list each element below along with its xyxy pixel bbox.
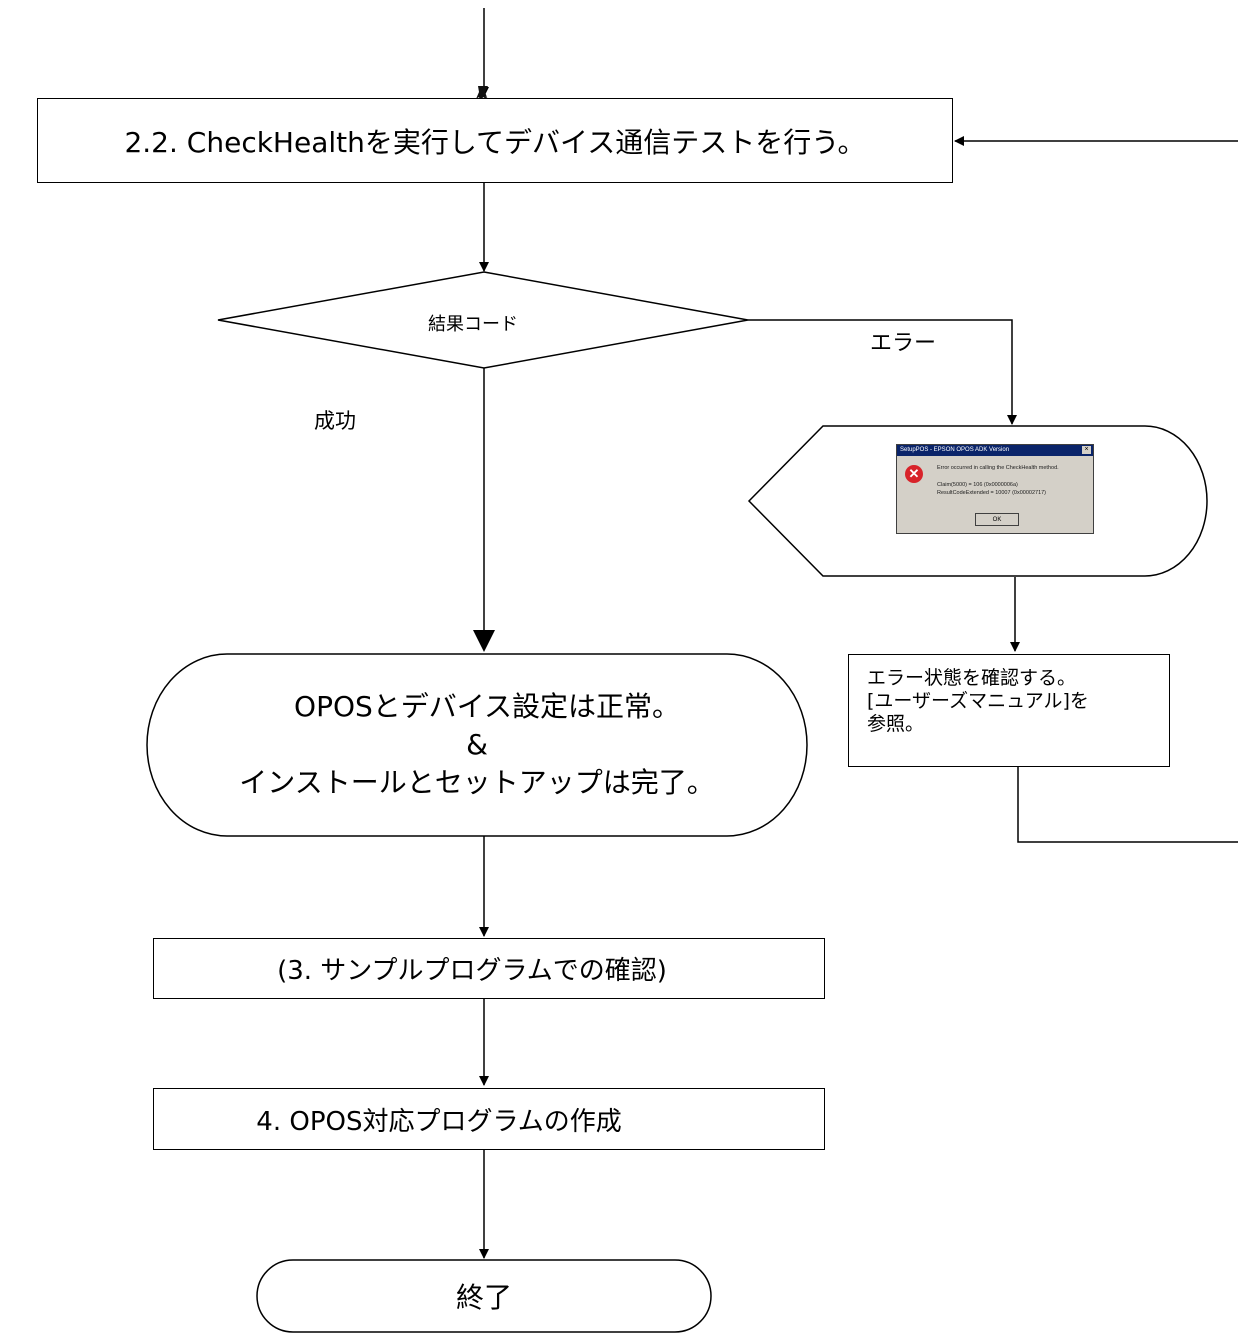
dialog-message: Error occurred in calling the CheckHealt… (937, 465, 1059, 471)
terminator-end (256, 1259, 712, 1333)
end-terminator-text: 終了 (257, 1260, 711, 1332)
dialog-ok-button: OK (975, 513, 1019, 526)
ok-line2: & (466, 728, 488, 761)
dialog-title: SetupPOS - EPSON OPOS ADK Version (900, 447, 1010, 453)
ok-terminator-text: OPOSとデバイス設定は正常。 & インストールとセットアップは完了。 (147, 654, 807, 836)
connector-error (748, 319, 1017, 425)
checkhealth-step: 2.2. CheckHealthを実行してデバイス通信テストを行う。 (37, 98, 953, 183)
error-branch-label: エラー (870, 331, 937, 356)
error-icon: ✕ (905, 465, 923, 483)
dialog-titlebar: SetupPOS - EPSON OPOS ADK Version × (897, 445, 1093, 456)
end-label: 終了 (455, 1281, 512, 1314)
dialog-result: ResultCodeExtended = 10007 (0x00002717) (937, 490, 1047, 496)
error-dialog-screenshot: SetupPOS - EPSON OPOS ADK Version × ✕ Er… (896, 444, 1094, 534)
ok-line1: OPOSとデバイス設定は正常。 (294, 690, 680, 723)
ok-line3: インストールとセットアップは完了。 (239, 766, 715, 799)
dialog-close-icon: × (1082, 446, 1091, 454)
sample-step-label: (3. サンプルプログラムでの確認) (277, 956, 667, 986)
error-note-line1: エラー状態を確認する。 (867, 667, 1077, 689)
checkhealth-step-label: 2.2. CheckHealthを実行してデバイス通信テストを行う。 (124, 125, 866, 159)
create-step: 4. OPOS対応プログラムの作成 (153, 1088, 825, 1150)
success-branch-label: 成功 (314, 409, 356, 433)
decision-label: 結果コード (428, 314, 518, 335)
connector-loop-back (1017, 767, 1238, 843)
error-note-box: エラー状態を確認する。 [ユーザーズマニュアル]を 参照。 (848, 654, 1170, 767)
terminator-ok (146, 653, 808, 837)
error-note-line3: 参照。 (867, 713, 925, 735)
dialog-claim: Claim(5000) = 106 (0x0000006a) (937, 482, 1018, 488)
create-step-label: 4. OPOS対応プログラムの作成 (256, 1106, 622, 1137)
error-note-line2: [ユーザーズマニュアル]を (867, 690, 1089, 712)
sample-step: (3. サンプルプログラムでの確認) (153, 938, 825, 999)
